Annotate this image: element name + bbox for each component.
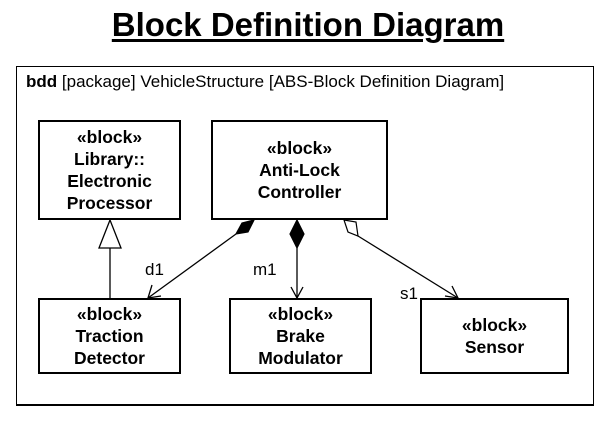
composition-diamond-traction <box>234 219 256 235</box>
aggregation-diamond-sensor <box>343 219 359 237</box>
block-name-line: Detector <box>74 348 145 368</box>
block-name-line: Library:: <box>74 149 145 169</box>
aggregation-line-sensor <box>357 235 459 299</box>
composition-line-traction <box>147 233 237 299</box>
role-label-d1: d1 <box>145 260 164 279</box>
block-anti-lock-controller[interactable]: «block» Anti-Lock Controller <box>211 120 388 220</box>
frame-header: bdd [package] VehicleStructure [ABS-Bloc… <box>26 72 504 92</box>
block-electronic-processor[interactable]: «block» Library:: Electronic Processor <box>38 120 181 220</box>
block-name-line: Traction <box>75 326 144 346</box>
frame-kind: bdd <box>26 72 58 91</box>
block-name-line: Sensor <box>464 337 525 357</box>
composition-diamond-brake <box>289 218 305 250</box>
block-name-line: Electronic <box>67 171 152 191</box>
block-traction-detector[interactable]: «block» Traction Detector <box>38 298 181 374</box>
block-name-line: Controller <box>257 182 342 202</box>
block-stereotype: «block» <box>267 304 334 324</box>
diagram-frame-right-edge <box>593 66 594 406</box>
role-label-s1: s1 <box>400 284 418 303</box>
block-stereotype: «block» <box>266 138 333 158</box>
block-sensor[interactable]: «block» Sensor <box>420 298 569 374</box>
block-stereotype: «block» <box>76 304 143 324</box>
block-stereotype: «block» <box>76 127 143 147</box>
block-brake-modulator[interactable]: «block» Brake Modulator <box>229 298 372 374</box>
diagram-frame <box>16 66 593 406</box>
generalization-arrowhead <box>98 218 122 249</box>
frame-header-text: [package] VehicleStructure [ABS-Block De… <box>61 72 505 91</box>
role-label-m1: m1 <box>253 260 277 279</box>
block-name-line: Anti-Lock <box>259 160 340 180</box>
block-name-line: Brake <box>276 326 325 346</box>
diagram-title: Block Definition Diagram <box>111 6 505 43</box>
block-name-line: Modulator <box>258 348 343 368</box>
block-name-line: Processor <box>66 193 153 213</box>
block-stereotype: «block» <box>461 315 528 335</box>
